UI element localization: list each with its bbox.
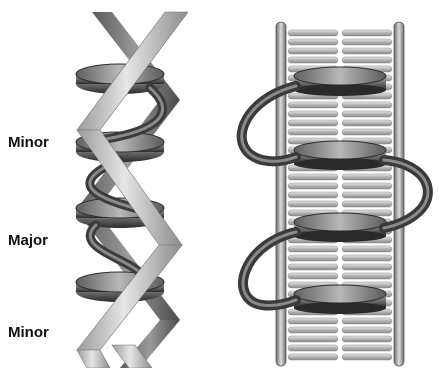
- ladder-rung: [342, 264, 392, 270]
- ladder-rung: [342, 102, 392, 108]
- ladder-rung: [342, 192, 392, 198]
- ladder-nucleosome-disc: [294, 285, 386, 314]
- ladder-rung: [342, 57, 392, 63]
- ladder-rung: [342, 183, 392, 189]
- ladder-rung: [342, 327, 392, 333]
- minor-groove-label-bottom: Minor: [8, 325, 49, 340]
- ladder-rung: [288, 255, 338, 261]
- ladder-rung: [342, 111, 392, 117]
- ladder-rung: [288, 345, 338, 351]
- ladder-rung: [342, 246, 392, 252]
- ladder-panel: [242, 22, 428, 366]
- ladder-rung: [288, 111, 338, 117]
- ladder-rung: [342, 345, 392, 351]
- ladder-rung: [288, 183, 338, 189]
- ladder-rung: [288, 354, 338, 360]
- ladder-rung: [342, 354, 392, 360]
- ladder-rung: [342, 39, 392, 45]
- ladder-rung: [342, 48, 392, 54]
- ladder-rung: [342, 120, 392, 126]
- ladder-rung: [342, 30, 392, 36]
- ladder-rung: [288, 174, 338, 180]
- double-helix-panel: [76, 12, 188, 368]
- ladder-nucleosome-disc: [294, 67, 386, 102]
- ladder-rail-right: [394, 22, 404, 366]
- ladder-rung: [288, 30, 338, 36]
- ladder-rung: [288, 318, 338, 324]
- ladder-rung: [288, 192, 338, 198]
- ladder-rung: [342, 201, 392, 207]
- ladder-rung: [288, 39, 338, 45]
- ladder-rung: [342, 129, 392, 135]
- ladder-rung: [288, 327, 338, 333]
- ladder-rung: [288, 201, 338, 207]
- ladder-rung: [342, 255, 392, 261]
- ladder-rung: [288, 129, 338, 135]
- ladder-rung: [342, 336, 392, 342]
- major-groove-label: Major: [8, 233, 48, 248]
- ladder-rung: [288, 273, 338, 279]
- ladder-rail-left: [276, 22, 286, 366]
- ladder-rung: [288, 246, 338, 252]
- ladder-rung: [288, 57, 338, 63]
- ladder-rung: [342, 273, 392, 279]
- minor-groove-label: Minor: [8, 135, 49, 150]
- ladder-rung: [288, 336, 338, 342]
- ladder-nucleosome-disc: [294, 141, 386, 170]
- ladder-rung: [288, 48, 338, 54]
- ladder-nucleosome-disc: [294, 213, 386, 242]
- ladder-rung: [342, 174, 392, 180]
- ladder-rung: [288, 264, 338, 270]
- ladder-rung: [288, 120, 338, 126]
- ladder-rung: [288, 102, 338, 108]
- ladder-rung: [342, 318, 392, 324]
